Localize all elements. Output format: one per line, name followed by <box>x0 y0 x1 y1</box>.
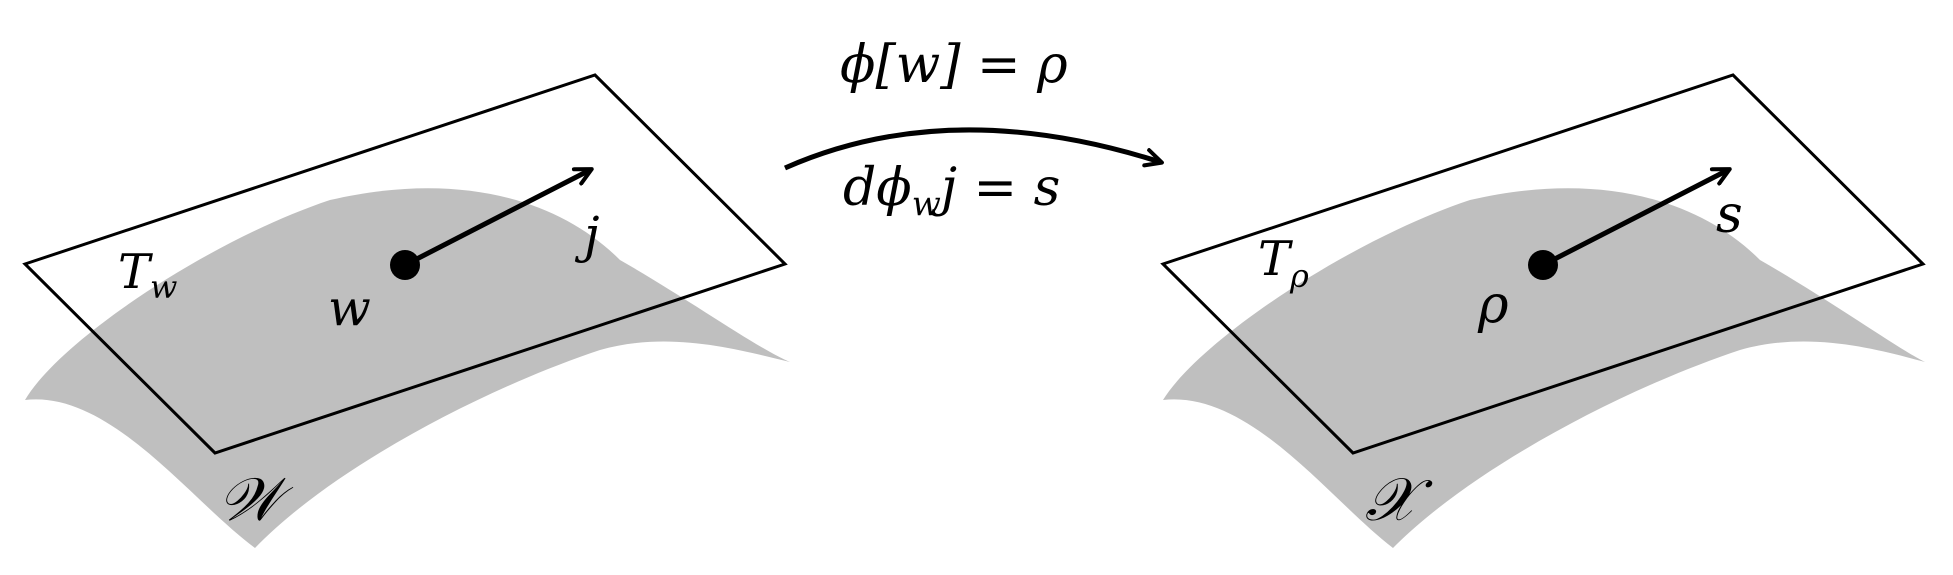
point-label-w: w <box>328 279 371 337</box>
tangent-label-rho: Tρ <box>1258 231 1309 295</box>
map-equation-bottom: dϕwj = s <box>843 158 1060 224</box>
vector-label-s: s <box>1716 185 1743 245</box>
mapping: ϕ[w] = ρ dϕwj = s <box>783 35 1164 224</box>
point-rho <box>1528 250 1558 280</box>
tangent-plane-rho <box>1160 73 1926 455</box>
manifold-w-surface <box>25 188 790 549</box>
right-panel: Tρ ρ s 𝒳 <box>1160 73 1926 549</box>
left-panel: Tw w j 𝒲 <box>22 73 790 549</box>
manifold-x-surface <box>1163 188 1925 549</box>
tangent-plane-w <box>22 73 788 455</box>
point-w <box>390 250 420 280</box>
tangent-vector-s <box>1541 167 1732 268</box>
tangent-label-w: Tw <box>118 244 177 306</box>
map-equation-top: ϕ[w] = ρ <box>840 35 1068 95</box>
mapping-arrow <box>783 127 1164 171</box>
tangent-vector-j <box>403 167 594 268</box>
point-label-rho: ρ <box>1477 275 1509 335</box>
